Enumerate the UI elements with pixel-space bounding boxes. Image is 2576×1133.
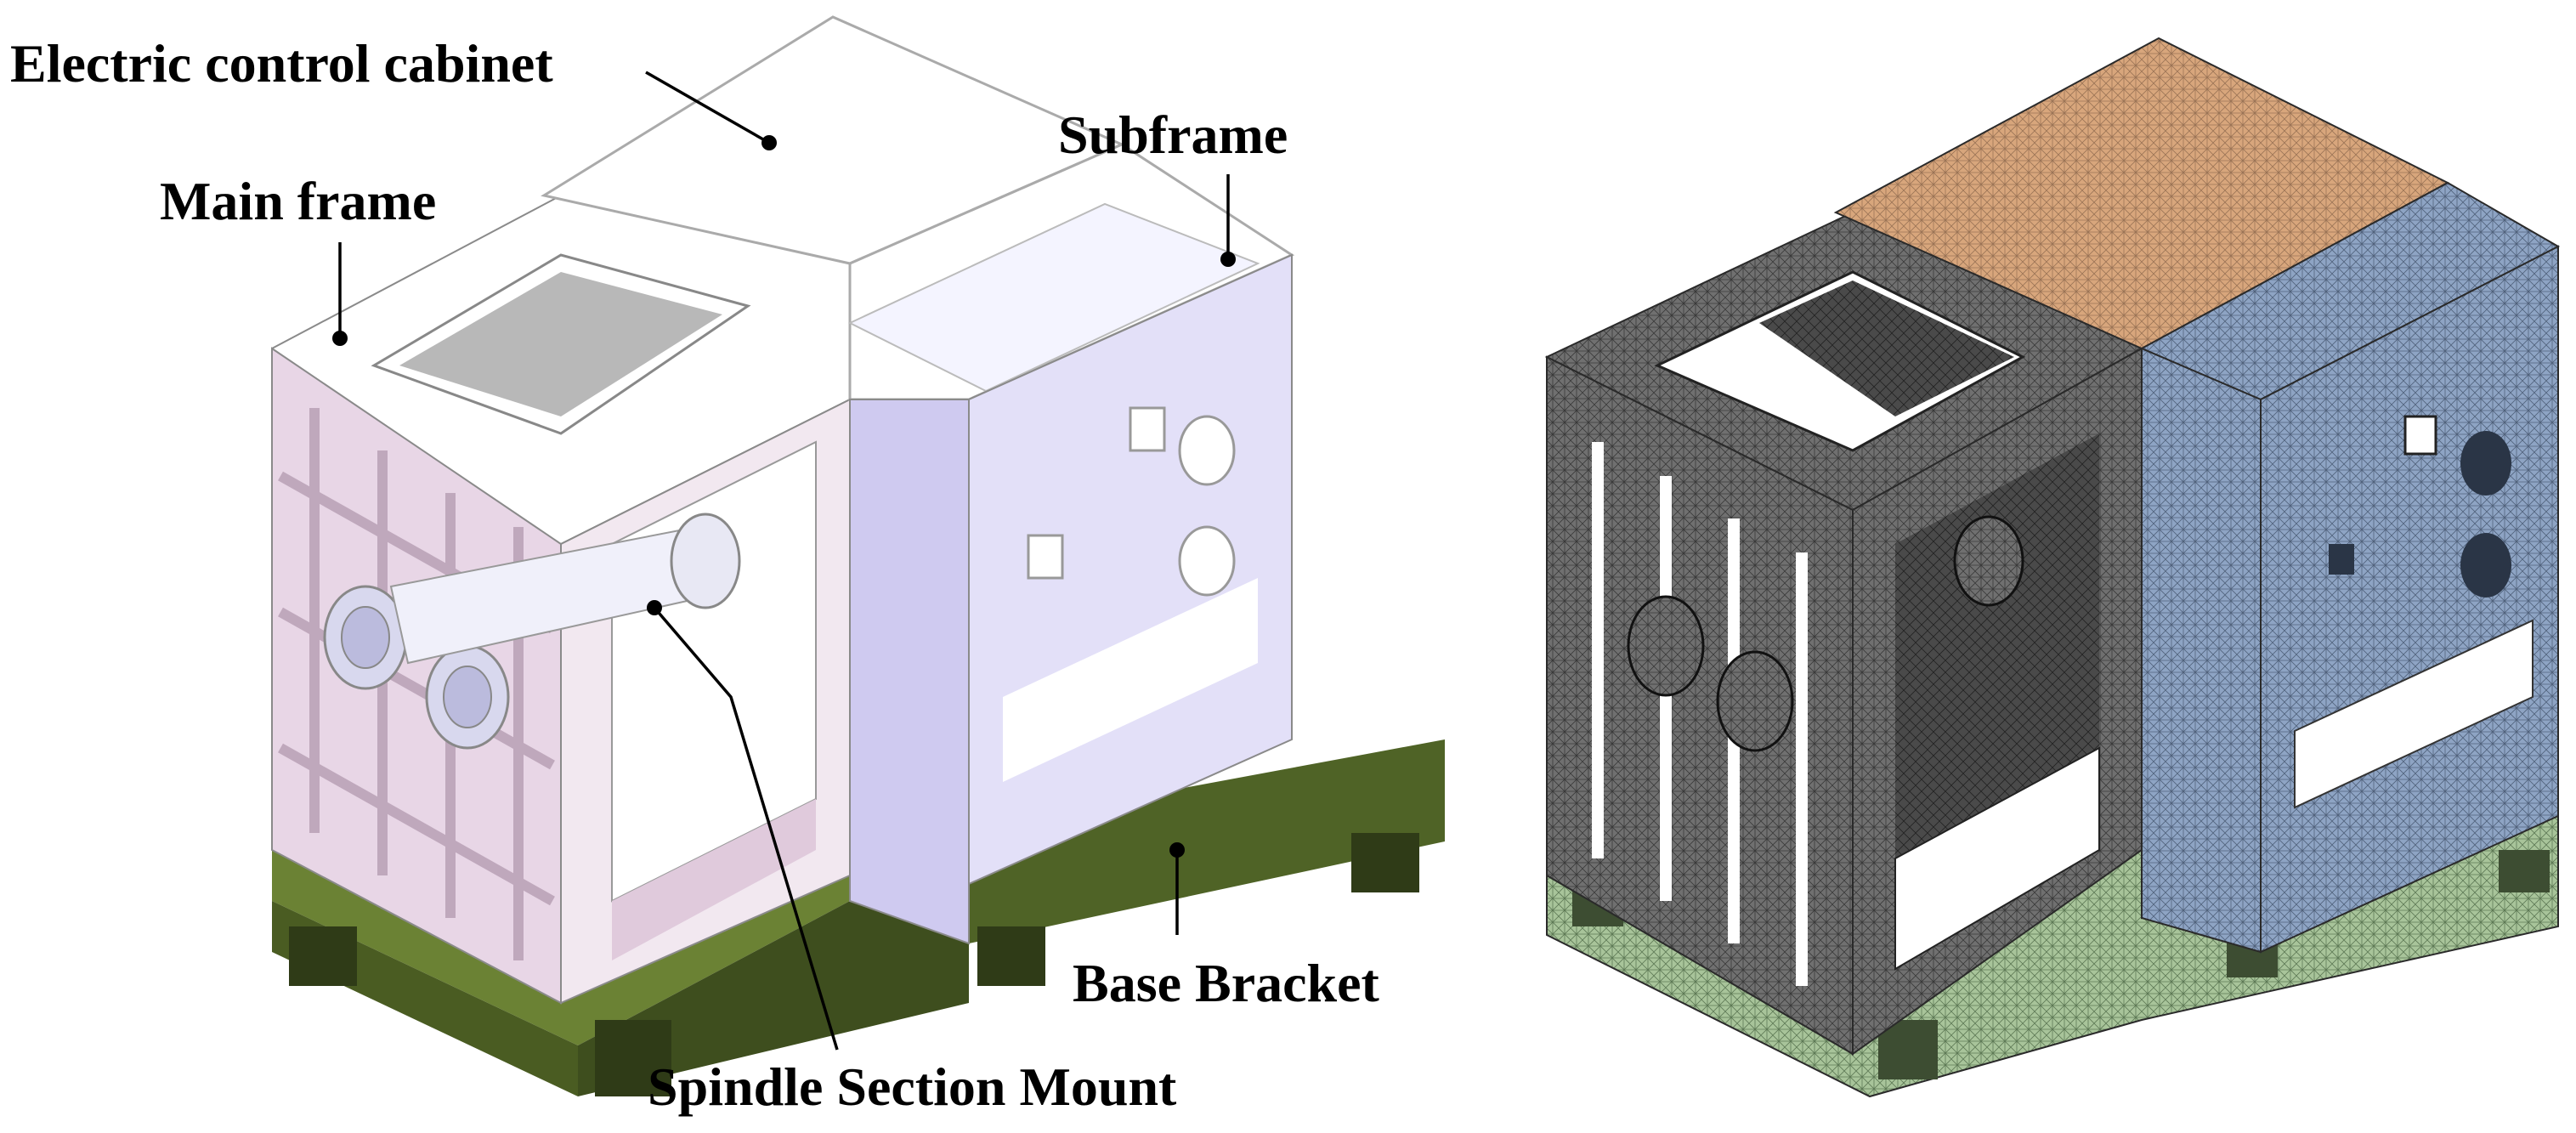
main-frame-mesh bbox=[1544, 211, 2144, 1056]
main-frame-cad bbox=[271, 194, 851, 1005]
mesh-model bbox=[1544, 37, 2561, 1098]
label-subframe: Subframe bbox=[1058, 105, 1288, 165]
cad-model: Electric control cabinet Subframe Main f… bbox=[10, 15, 1445, 1117]
label-main-frame: Main frame bbox=[160, 171, 436, 231]
label-base-bracket: Base Bracket bbox=[1073, 953, 1380, 1013]
subframe-mesh bbox=[2139, 181, 2561, 954]
leader-lines bbox=[332, 71, 1236, 1051]
label-spindle-mount: Spindle Section Mount bbox=[648, 1057, 1177, 1117]
subframe-cad bbox=[847, 143, 1295, 945]
spindle-mount-cad bbox=[323, 513, 741, 750]
label-electric-cabinet: Electric control cabinet bbox=[10, 33, 553, 93]
